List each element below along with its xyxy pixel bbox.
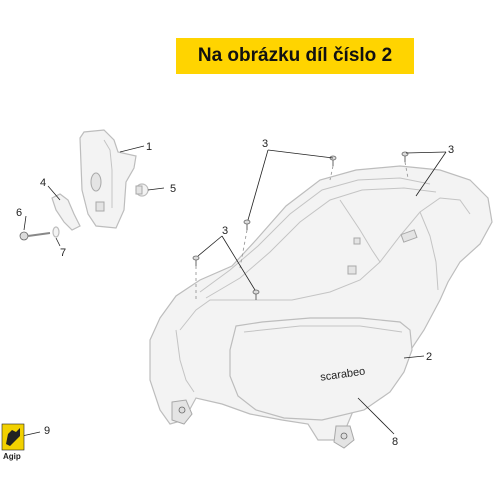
part-number-banner: Na obrázku díl číslo 2 [176, 38, 414, 74]
screw-mid-left [243, 219, 251, 230]
label-part-7: 7 [60, 247, 66, 259]
agip-logo-text: Agip [3, 452, 21, 461]
label-part-9: 9 [44, 425, 50, 437]
leader-lines [21, 145, 447, 437]
screw-top-right [401, 151, 409, 162]
screw-lower-mid [252, 289, 260, 300]
label-part-2: 2 [426, 351, 432, 363]
part-5-plug [135, 183, 149, 197]
part-2-rear-fairing [149, 165, 493, 449]
label-part-3-top-left: 3 [262, 138, 268, 150]
label-part-6: 6 [16, 207, 22, 219]
part-6-bolt [19, 231, 51, 241]
label-part-8: 8 [392, 436, 398, 448]
label-part-1: 1 [146, 141, 152, 153]
screw-left [192, 255, 200, 266]
part-4-clip [51, 193, 81, 231]
part-9-agip-logo: Agip [1, 423, 25, 461]
part-1-bracket [79, 129, 137, 229]
part-7-washer [52, 226, 60, 238]
label-part-4: 4 [40, 177, 46, 189]
label-part-3-left: 3 [222, 225, 228, 237]
label-part-3-top-right: 3 [448, 144, 454, 156]
label-part-5: 5 [170, 183, 176, 195]
